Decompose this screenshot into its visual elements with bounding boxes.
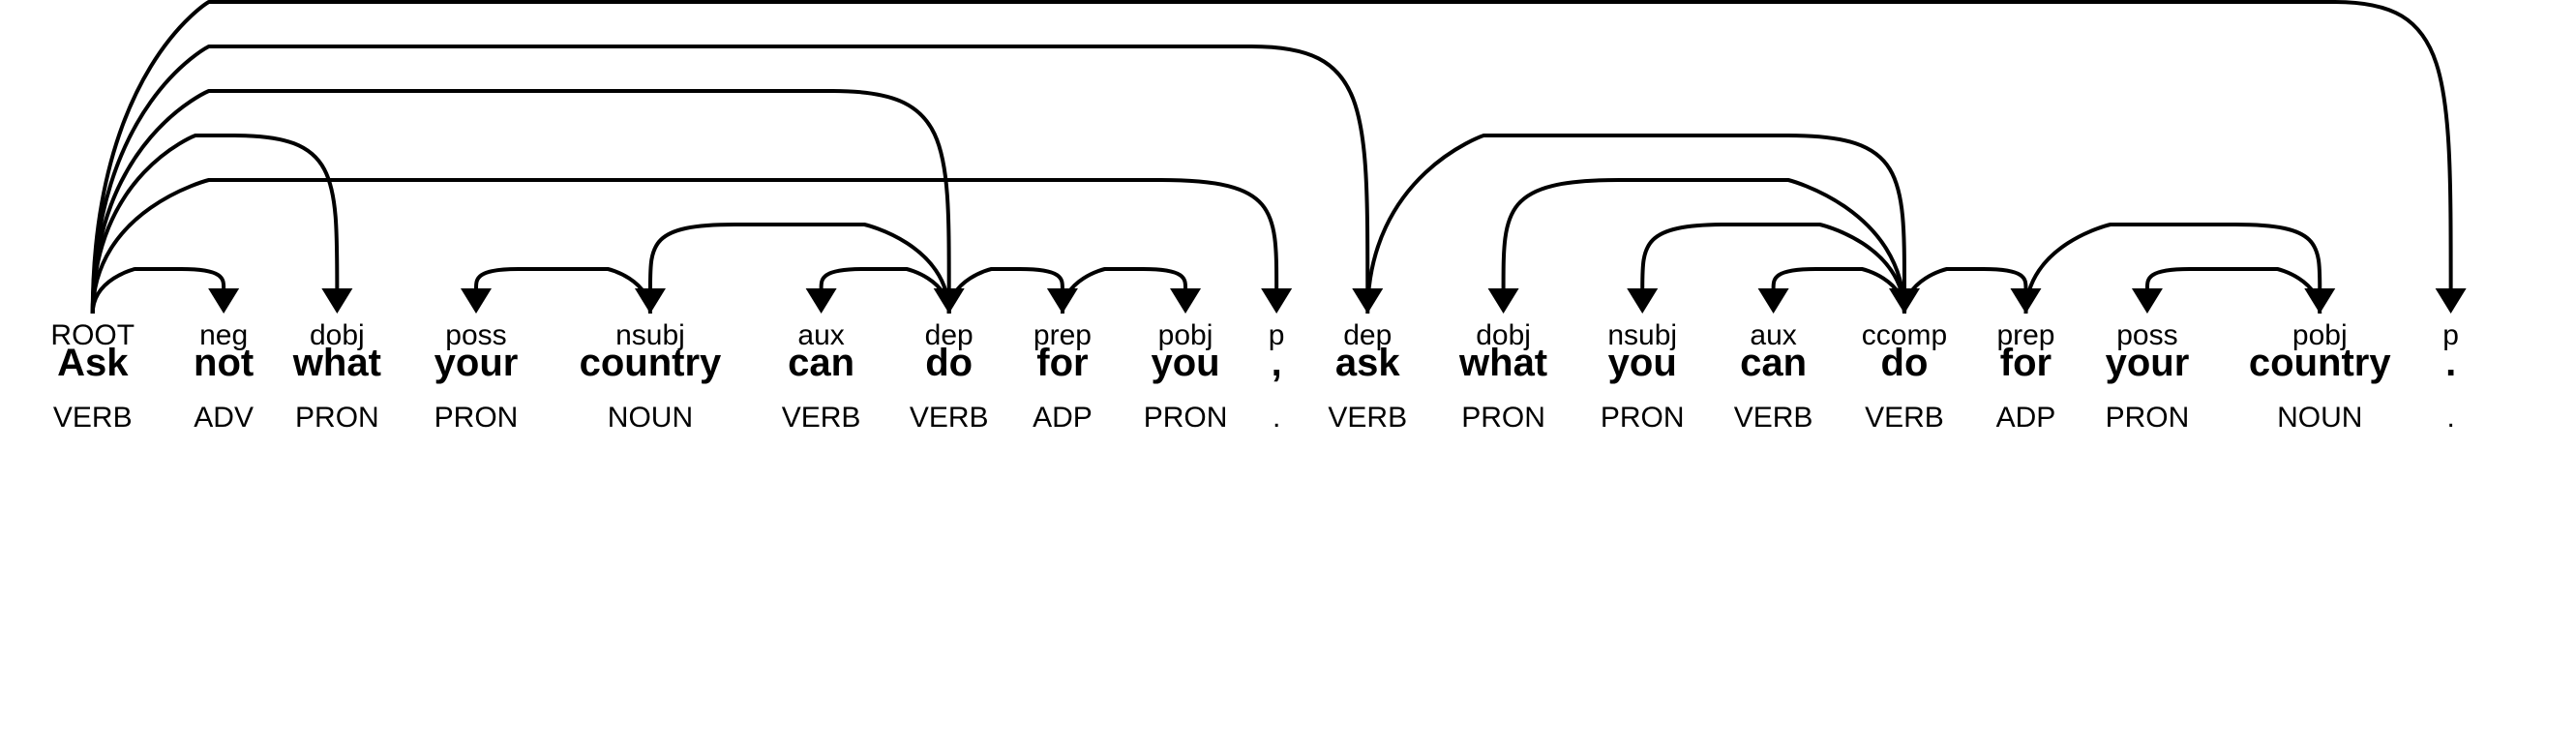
token-word-7: for [1036,342,1088,384]
token-pos-11: PRON [1461,402,1545,434]
token-word-1: not [194,342,254,384]
dep-label-7: prep [1033,319,1092,351]
dependency-arc-dobj [1501,178,1906,315]
dep-label-13: aux [1750,319,1796,351]
dep-label-12: nsubj [1607,319,1677,351]
token-pos-0: VERB [53,402,133,434]
dependency-arc-dep [90,89,951,315]
dependency-arc-poss [2144,267,2322,315]
dependency-arc-poss [473,267,652,315]
token-pos-14: VERB [1865,402,1944,434]
dependency-arc-p [90,178,1279,315]
arrowhead-p [2435,288,2467,314]
token-pos-15: ADP [1996,402,2056,434]
token-word-2: what [292,342,381,384]
arrowhead-pobj [2304,288,2336,314]
dependency-arc-prep [1902,267,2028,315]
arrowhead-poss [460,288,492,314]
arrowhead-poss [2131,288,2163,314]
dependency-arc-aux [1771,267,1906,315]
arcs-layer [90,0,2467,315]
dep-label-4: nsubj [615,319,685,351]
token-word-3: your [434,342,519,384]
token-pos-4: NOUN [608,402,693,434]
token-word-12: you [1608,342,1677,384]
dep-label-14: ccomp [1862,319,1947,351]
arrowhead-pobj [1170,288,1202,314]
dep-label-5: aux [797,319,844,351]
token-pos-12: PRON [1601,402,1685,434]
dependency-arc-neg [90,267,226,315]
dep-label-2: dobj [310,319,365,351]
token-pos-6: VERB [910,402,989,434]
dependency-arc-nsubj [1640,223,1906,315]
token-labels-layer: ROOTAskVERBnegnotADVdobjwhatPRONpossyour… [50,319,2459,434]
token-word-4: country [580,342,722,384]
token-pos-2: PRON [295,402,379,434]
dependency-arc-ccomp [1365,134,1906,315]
token-pos-10: VERB [1328,402,1407,434]
dependency-arc-prep [946,267,1064,315]
token-word-6: do [925,342,973,384]
arrowhead-aux [805,288,837,314]
token-word-9: , [1272,342,1282,384]
dep-label-16: poss [2116,319,2177,351]
arrowhead-nsubj [1627,288,1659,314]
arrowhead-p [1261,288,1293,314]
dep-label-1: neg [199,319,248,351]
token-word-0: Ask [57,342,129,384]
dependency-arc-pobj [1060,267,1188,315]
token-word-17: country [2249,342,2391,384]
dep-label-10: dep [1343,319,1392,351]
arrowhead-neg [208,288,240,314]
token-word-10: ask [1335,342,1400,384]
dependency-arc-nsubj [647,223,951,315]
dep-label-0: ROOT [50,319,135,351]
token-pos-9: . [1273,402,1280,434]
token-pos-17: NOUN [2277,402,2362,434]
dep-label-15: prep [1996,319,2054,351]
dep-label-9: p [1269,319,1285,351]
dep-label-11: dobj [1476,319,1531,351]
dependency-arc-p [90,0,2453,315]
token-pos-3: PRON [434,402,519,434]
token-pos-5: VERB [782,402,861,434]
token-word-11: what [1458,342,1547,384]
token-pos-7: ADP [1033,402,1093,434]
dependency-arc-dobj [90,134,340,315]
dependency-arc-aux [819,267,951,315]
dependency-arc-dep [90,45,1370,315]
token-pos-1: ADV [194,402,254,434]
dependency-arc-pobj [2023,223,2322,315]
token-word-14: do [1881,342,1929,384]
dep-label-18: p [2442,319,2459,351]
token-pos-16: PRON [2106,402,2190,434]
arrowhead-dobj [1487,288,1519,314]
token-word-16: your [2106,342,2190,384]
token-pos-18: . [2446,402,2454,434]
dep-label-8: pobj [1158,319,1213,351]
token-pos-13: VERB [1734,402,1813,434]
token-word-8: you [1151,342,1219,384]
token-word-18: . [2445,342,2456,384]
token-word-15: for [2000,342,2052,384]
dep-label-3: poss [445,319,506,351]
token-pos-8: PRON [1144,402,1228,434]
dep-label-17: pobj [2292,319,2348,351]
token-word-5: can [788,342,854,384]
token-word-13: can [1740,342,1807,384]
arrowhead-nsubj [634,288,666,314]
arrowhead-aux [1757,288,1789,314]
arrowhead-dobj [321,288,353,314]
dep-label-6: dep [925,319,973,351]
